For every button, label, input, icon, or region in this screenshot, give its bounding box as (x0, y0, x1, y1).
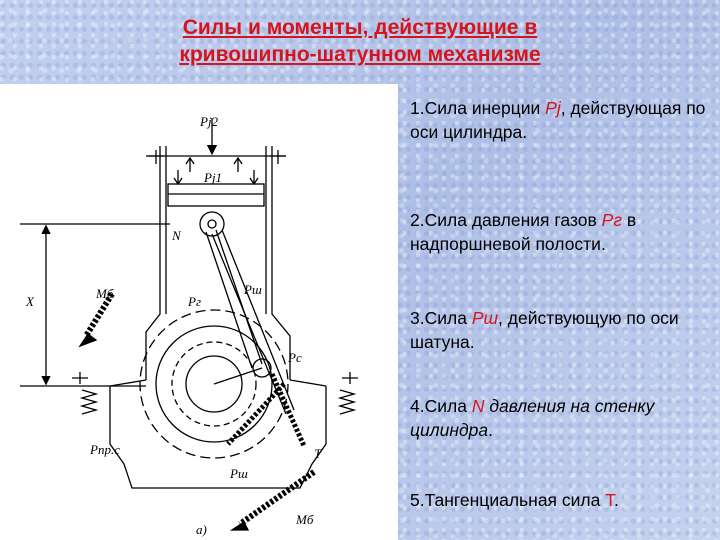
item-text: Тангенциальная сила (424, 490, 606, 510)
item-text: давления на стенку цилиндра (410, 396, 655, 440)
item-text: Сила (424, 396, 472, 416)
label-pg: Pг (187, 294, 201, 309)
label-mb-bottom: Mб (295, 512, 314, 527)
list-item-tangential: 5.Тангенциальная сила T. (410, 488, 710, 512)
label-pprc: Pпр.с (89, 442, 120, 457)
label-pj1: Pj1 (203, 170, 222, 185)
symbol-psh: Pш (471, 308, 499, 328)
label-psh-upper: Pш (243, 282, 262, 297)
item-text: Сила (424, 308, 472, 328)
cylinder-wall (271, 146, 291, 380)
label-pj2: Pj2 (199, 114, 219, 129)
label-psh-lower: Pш (229, 466, 248, 481)
symbol-pj: Pj (545, 98, 561, 118)
list-item-rod-force: 3.Сила Pш, действующую по оси шатуна. (410, 306, 710, 354)
item-text: , действующую по оси шатуна. (410, 308, 679, 352)
connecting-rod (205, 231, 253, 369)
label-pc: Pc (287, 350, 302, 365)
item-number: 4. (410, 396, 425, 416)
item-number: 2. (410, 210, 425, 230)
slide-title: Силы и моменты, действующие в кривошипно… (0, 14, 720, 68)
item-text: . (488, 420, 493, 440)
title-line-1: Силы и моменты, действующие в (182, 16, 538, 39)
item-text: Сила давления газов (424, 210, 602, 230)
item-text: . (613, 490, 619, 510)
title-line-2: кривошипно-шатунном механизме (179, 43, 541, 66)
label-x: X (25, 294, 35, 309)
label-mb-left: Mб (95, 286, 114, 301)
list-item-wall-pressure: 4.Сила N давления на стенку цилиндра. (410, 394, 710, 442)
symbol-pg: Pг (601, 210, 622, 230)
item-text: в надпоршневой полости. (410, 210, 637, 254)
mechanism-drawing: Pj2 Pj1 N Mб Pг Pш X Pc Pпр.с Pш T Mб a) (0, 84, 398, 540)
list-item-gas-pressure: 2.Сила давления газов Pг в надпоршневой … (410, 208, 710, 256)
cylinder-wall (145, 146, 161, 380)
item-text: , действующая по оси цилиндра. (410, 98, 706, 142)
item-number: 3. (410, 308, 425, 328)
caption-a: a) (196, 522, 207, 537)
item-number: 1. (410, 98, 425, 118)
crank-mechanism-diagram: Pj2 Pj1 N Mб Pг Pш X Pc Pпр.с Pш T Mб a) (20, 114, 358, 537)
label-t: T (314, 446, 322, 461)
item-text: Сила инерции (424, 98, 546, 118)
item-number: 5. (410, 490, 425, 510)
label-n: N (171, 228, 182, 243)
symbol-n: N (471, 396, 485, 416)
list-item-inertia: 1.Сила инерции Pj, действующая по оси ци… (410, 96, 710, 144)
symbol-t: T (605, 490, 614, 510)
crankcase (109, 379, 327, 387)
